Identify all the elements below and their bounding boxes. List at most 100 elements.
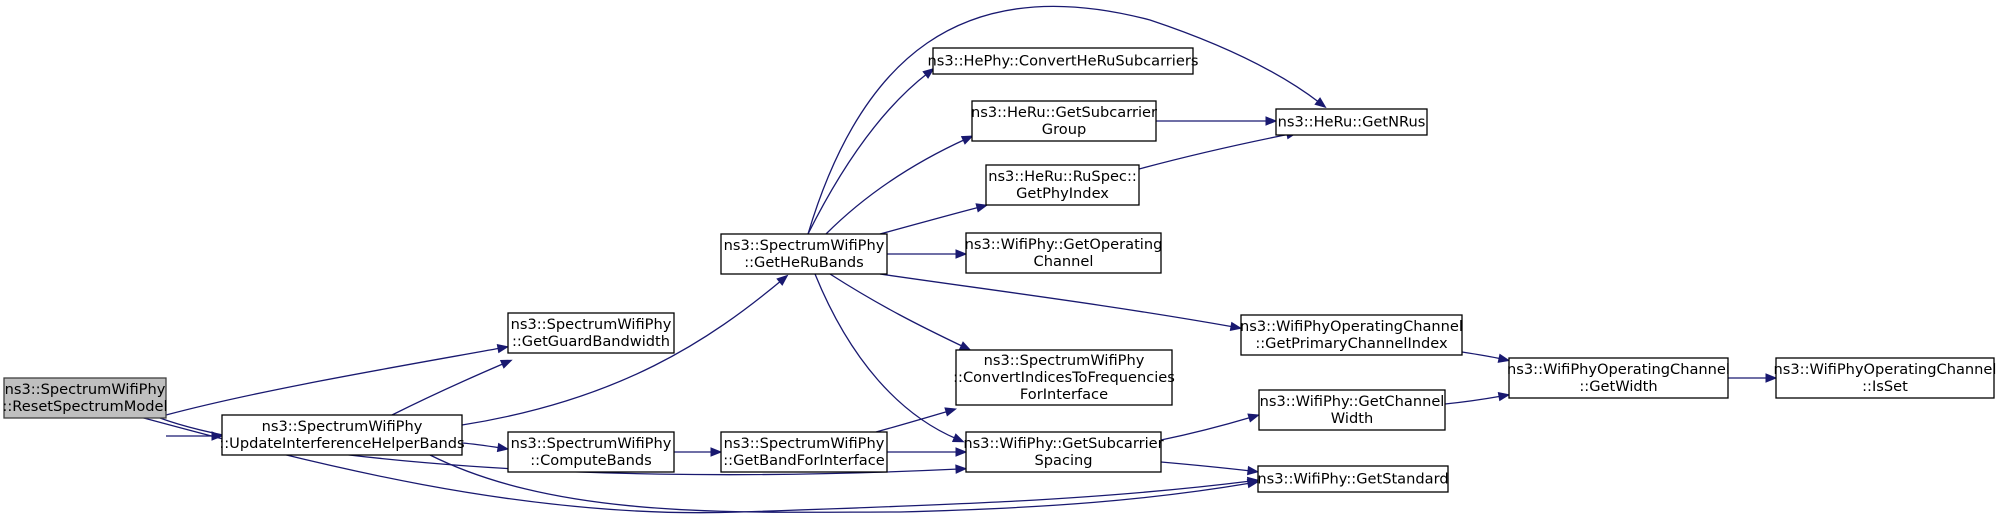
node-box (1775, 357, 1995, 399)
edge-resetSpectrumModel-to-getGuardBandwidth (165, 343, 510, 416)
edge-getHeRuBands-to-getSubcarrierSpacing (814, 273, 965, 443)
edges-layer (139, 5, 1778, 514)
node-box (1258, 389, 1446, 431)
node-getGuardBandwidth[interactable]: ns3::SpectrumWifiPhy::GetGuardBandwidth (507, 312, 675, 354)
node-box (971, 100, 1157, 142)
node-label-line: ns3::WifiPhyOperatingChannel (1240, 318, 1463, 335)
node-getWidth[interactable]: ns3::WifiPhyOperatingChannel::GetWidth (1507, 357, 1730, 399)
arrowhead-icon (960, 135, 974, 145)
arrowhead-icon (1497, 353, 1511, 363)
edge-getSubcarrierGroup-to-getNRus (1156, 116, 1278, 126)
edge-line (875, 410, 950, 433)
node-label-line: ::GetHeRuBands (744, 254, 864, 271)
node-label-line: ::ConvertIndicesToFrequencies (953, 369, 1175, 386)
edge-getHeRuBands-to-getSubcarrierGroup (825, 135, 974, 235)
node-computeBands[interactable]: ns3::SpectrumWifiPhy::ComputeBands (507, 431, 675, 473)
node-label-line: ns3::WifiPhy::GetSubcarrier (963, 435, 1163, 452)
node-getHeRuBands[interactable]: ns3::SpectrumWifiPhy::GetHeRuBands (720, 233, 888, 275)
node-updateInterferenceHelperBands[interactable]: ns3::SpectrumWifiPhy::UpdateInterference… (219, 414, 465, 456)
node-box (932, 47, 1194, 75)
node-box (1275, 108, 1428, 136)
arrowhead-icon (499, 359, 513, 369)
node-label-line: ns3::WifiPhy::GetChannel (1260, 393, 1445, 410)
node-convertIndicesToFrequencies[interactable]: ns3::SpectrumWifiPhy::ConvertIndicesToFr… (953, 349, 1175, 406)
edge-resetSpectrumModel-to-getSubcarrierSpacing (159, 417, 968, 476)
node-getBandForInterface[interactable]: ns3::SpectrumWifiPhy::GetBandForInterfac… (720, 431, 888, 473)
node-label-line: ns3::HeRu::GetSubcarrier (971, 104, 1157, 121)
node-label-line: ns3::HeRu::RuSpec:: (988, 168, 1137, 185)
edge-getHeRuBands-to-convertHeRuSubcarriers (807, 67, 935, 235)
node-label-line: ns3::WifiPhy::GetOperating (965, 236, 1163, 253)
edge-line (1160, 416, 1253, 441)
arrowhead-icon (922, 67, 935, 79)
node-box (507, 312, 675, 354)
node-label-line: ns3::SpectrumWifiPhy (262, 418, 423, 435)
edge-line (391, 362, 506, 416)
node-getPhyIndex[interactable]: ns3::HeRu::RuSpec::GetPhyIndex (985, 164, 1140, 206)
node-box (720, 233, 888, 275)
edge-line (1444, 395, 1503, 405)
edge-getHeRuBands-to-convertIndicesToFrequencies (829, 273, 972, 351)
node-resetSpectrumModel[interactable]: ns3::SpectrumWifiPhy::ResetSpectrumModel (2, 377, 168, 419)
node-label-line: ns3::SpectrumWifiPhy (984, 352, 1145, 369)
node-label-line: ns3::SpectrumWifiPhy (724, 237, 885, 254)
node-getNRus[interactable]: ns3::HeRu::GetNRus (1275, 108, 1428, 136)
edge-getBandForInterface-to-getSubcarrierSpacing (887, 447, 968, 457)
arrowhead-icon (1246, 465, 1260, 476)
node-label-line: Width (1331, 410, 1373, 427)
edge-getHeRuBands-to-getPrimaryChannelIndex (879, 273, 1243, 332)
node-label-line: ForInterface (1020, 386, 1108, 403)
arrowhead-icon (1247, 413, 1261, 423)
node-box (985, 164, 1140, 206)
node-box (965, 431, 1162, 473)
root-node-box (3, 377, 167, 419)
arrowhead-icon (496, 442, 510, 453)
edge-getPrimaryChannelIndex-to-getWidth (1461, 351, 1511, 363)
edge-updateInterferenceHelperBands-to-computeBands (461, 442, 510, 453)
node-label-line: Channel (1034, 253, 1094, 270)
edge-line (461, 279, 783, 426)
arrowhead-icon (776, 274, 789, 286)
node-label-line: Group (1042, 121, 1086, 138)
node-box (955, 349, 1173, 406)
edge-getSubcarrierSpacing-to-getStandard (1160, 461, 1260, 476)
arrowhead-icon (710, 447, 723, 457)
node-label-line: ns3::WifiPhyOperatingChannel (1507, 361, 1730, 378)
edge-line (1160, 461, 1252, 472)
node-label-line: ns3::SpectrumWifiPhy (724, 435, 885, 452)
node-box (507, 431, 675, 473)
edge-line (1461, 351, 1503, 360)
edge-line (879, 273, 1235, 328)
node-convertHeRuSubcarriers[interactable]: ns3::HePhy::ConvertHeRuSubcarriers (928, 47, 1199, 75)
arrowhead-icon (1314, 97, 1327, 109)
arrowhead-icon (958, 341, 972, 351)
arrowhead-icon (951, 433, 965, 443)
node-label-line: ::GetWidth (1579, 378, 1657, 395)
edge-updateInterferenceHelperBands-to-getGuardBandwidth (391, 359, 513, 416)
node-label-line: ::GetBandForInterface (723, 452, 884, 469)
node-box (221, 414, 463, 456)
node-getPrimaryChannelIndex[interactable]: ns3::WifiPhyOperatingChannel::GetPrimary… (1240, 314, 1463, 356)
edge-line (829, 273, 965, 348)
arrowhead-icon (1765, 373, 1778, 383)
edge-getChannelWidth-to-getWidth (1444, 391, 1511, 405)
edge-getHeRuBands-to-getNRus (807, 5, 1327, 235)
edge-getHeRuBands-to-getPhyIndex (879, 203, 989, 235)
edge-line (1138, 133, 1291, 170)
edge-updateInterferenceHelperBands-to-getStandard (429, 454, 1260, 513)
edge-line (814, 273, 958, 440)
node-getStandard[interactable]: ns3::WifiPhy::GetStandard (1257, 465, 1449, 493)
edge-line (461, 442, 502, 449)
arrowhead-icon (955, 464, 968, 474)
arrowhead-icon (975, 203, 989, 213)
edge-computeBands-to-getBandForInterface (674, 447, 723, 457)
edge-updateInterferenceHelperBands-to-getHeRuBands (461, 274, 789, 426)
node-isSet[interactable]: ns3::WifiPhyOperatingChannel::IsSet (1774, 357, 1997, 399)
node-box (965, 232, 1162, 274)
node-box (1508, 357, 1729, 399)
